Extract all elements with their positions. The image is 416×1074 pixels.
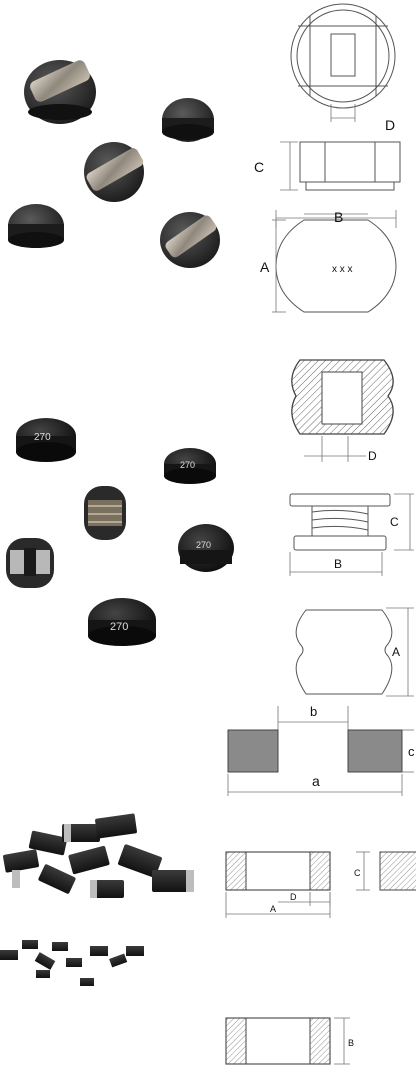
dim-label-b-pad: b <box>310 704 317 719</box>
inductor-photo-4 <box>8 204 64 248</box>
inductor-photo-5 <box>160 212 220 268</box>
drawing-cross-section-view: D <box>291 359 394 463</box>
shielded-inductor-photo-5: 270 <box>178 524 234 572</box>
shielded-inductor-photo-4 <box>6 538 54 588</box>
dim-label-c: C <box>254 159 264 175</box>
inductor-photo-1 <box>24 60 96 124</box>
dim-label-b: B <box>334 209 343 225</box>
section-shielded-inductor: 270 270 270 <box>0 330 416 710</box>
chip-pile-small <box>0 940 144 986</box>
marking-270-b: 270 <box>180 460 195 470</box>
section-chip-inductor: b c a D A C <box>0 700 416 1074</box>
dim-label-c-2: C <box>390 515 399 529</box>
dim-label-a-pad: a <box>312 773 320 789</box>
inductor-photo-3 <box>84 142 144 202</box>
dim-label-a-chip: A <box>270 904 276 914</box>
dim-label-d-chip: D <box>290 892 297 902</box>
dim-label-d-2: D <box>368 449 377 463</box>
dim-label-b-2: B <box>334 557 342 571</box>
drawing-side-view: C <box>254 141 401 191</box>
dim-label-a-2: A <box>392 645 400 659</box>
product-photo-shielded-inductors: 270 270 270 <box>6 418 234 646</box>
dim-label-d: D <box>385 117 395 133</box>
dim-label-a: A <box>260 259 270 275</box>
part-marking: x x x <box>332 264 353 275</box>
drawing-bottom-view: B A x x x <box>260 209 397 313</box>
drawing-chip-side-view: D A C <box>225 851 416 918</box>
marking-270-a: 270 <box>34 432 51 443</box>
inductor-photo-2 <box>162 98 214 142</box>
product-photo-round-inductors <box>8 60 220 268</box>
dim-label-b-chip: B <box>348 1038 354 1048</box>
dim-label-c-pad: c <box>408 744 415 759</box>
marking-270-c: 270 <box>196 540 211 550</box>
section-unshielded-inductor: D C B A x x x <box>0 0 416 330</box>
shielded-inductor-photo-6: 270 <box>88 598 156 646</box>
marking-270-d: 270 <box>110 621 128 633</box>
product-photo-chip-inductors <box>0 813 194 986</box>
shielded-inductor-photo-3 <box>84 486 126 540</box>
drawing-bottom-view-2: A <box>295 607 414 697</box>
shielded-inductor-photo-2: 270 <box>164 448 216 484</box>
drawing-pad-layout: b c a <box>227 704 415 796</box>
drawing-chip-top-view: B <box>225 1017 354 1065</box>
drawing-top-view: D <box>290 3 396 133</box>
drawing-side-view-2: C B <box>289 493 414 576</box>
shielded-inductor-photo-1: 270 <box>16 418 76 462</box>
chip-pile-large <box>3 813 194 898</box>
dim-label-c-chip: C <box>354 868 361 878</box>
